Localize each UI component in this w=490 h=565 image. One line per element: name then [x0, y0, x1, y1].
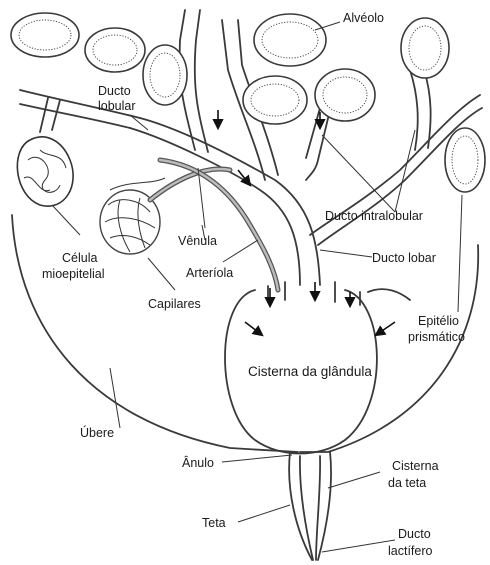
- label-cisterna-teta-line1: Cisterna: [392, 459, 439, 473]
- label-epitelio-line2: prismático: [408, 330, 465, 344]
- label-celula-line1: Célula: [62, 251, 97, 265]
- label-anulo: Ânulo: [182, 455, 214, 470]
- myoepithelial-cell: [17, 137, 73, 206]
- label-arteriola: Arteríola: [186, 266, 233, 280]
- label-teta: Teta: [202, 516, 226, 530]
- label-epitelio-line1: Epitélio: [418, 314, 459, 328]
- label-ducto-intralobular: Ducto intralobular: [325, 209, 423, 223]
- label-celula-line2: mioepitelial: [42, 267, 105, 281]
- label-ducto-lactifero-line1: Ducto: [398, 527, 431, 541]
- label-ducto-lobar: Ducto lobar: [372, 251, 436, 265]
- label-cisterna-teta-line2: da teta: [388, 476, 426, 490]
- label-cisterna-glandula: Cisterna da glândula: [248, 364, 372, 379]
- label-capilares: Capilares: [148, 297, 201, 311]
- label-alveolo: Alvéolo: [343, 11, 384, 25]
- label-ducto-lactifero-line2: lactífero: [388, 544, 433, 558]
- label-ducto-lobular-line2: lobular: [98, 99, 136, 113]
- label-venula: Vênula: [178, 234, 217, 248]
- teat: [289, 452, 331, 560]
- label-ubere: Úbere: [80, 425, 114, 440]
- label-ducto-lobular-line1: Ducto: [98, 84, 131, 98]
